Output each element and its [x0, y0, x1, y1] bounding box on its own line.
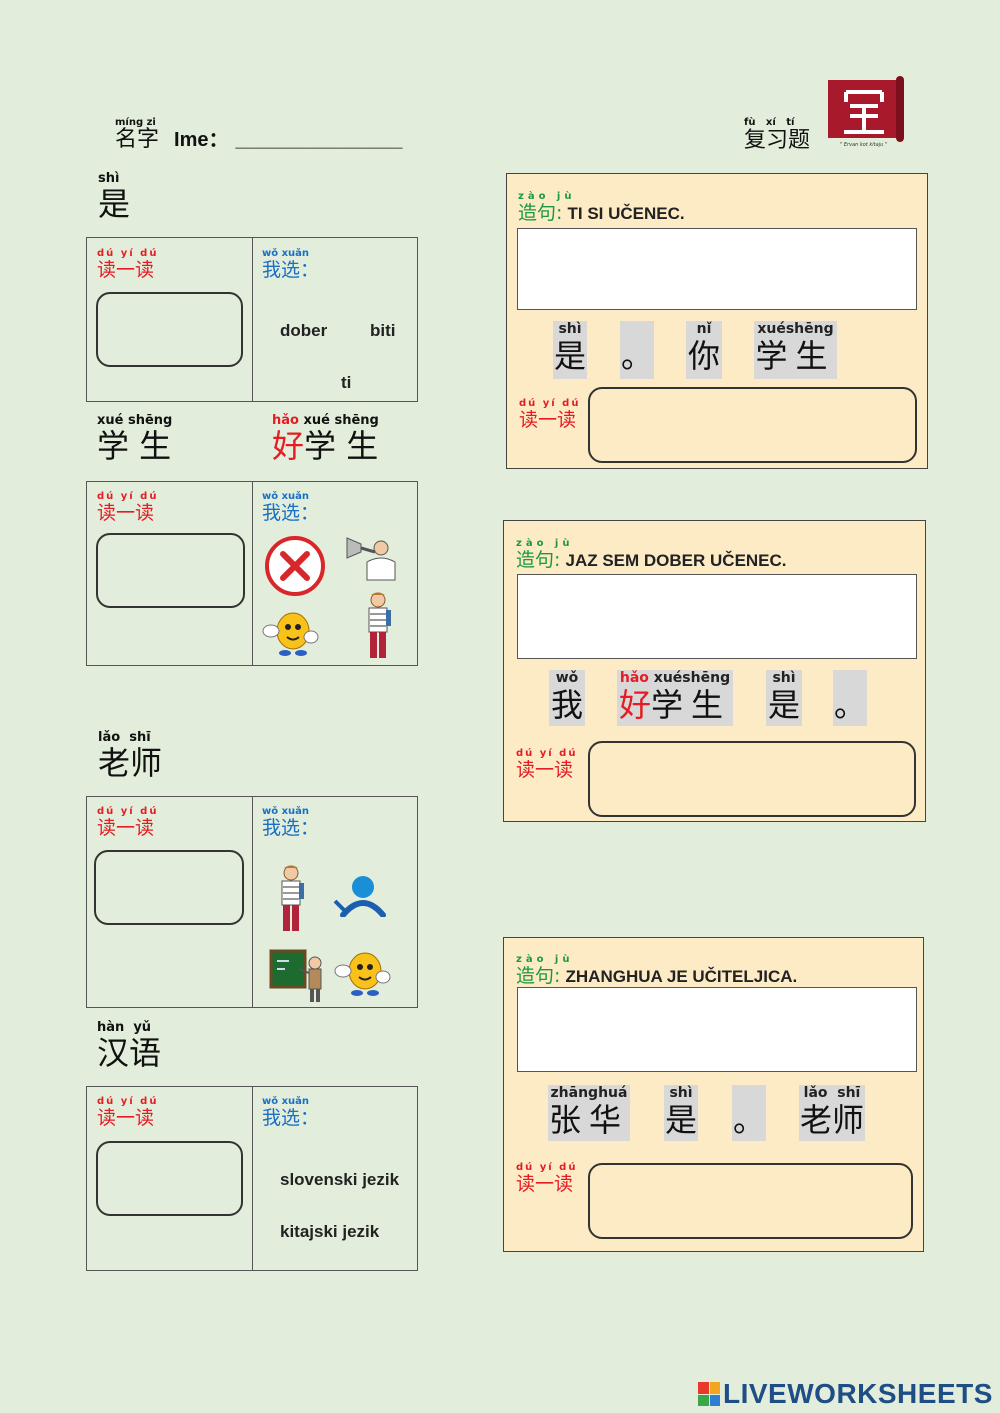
read-aloud-label: dú yí dú 读一读 — [97, 806, 159, 840]
record-answer-box[interactable] — [94, 850, 244, 925]
record-answer-box[interactable] — [588, 1163, 913, 1239]
name-blank[interactable]: _______________ — [235, 129, 403, 151]
pointing-smiley-icon[interactable] — [333, 947, 393, 997]
exercise-box-laoshi: dú yí dú 读一读 wǒ xuǎn 我选： — [86, 796, 418, 1008]
make-sentence-label: zào jù 造句: JAZ SEM DOBER UČENEC. — [516, 538, 787, 572]
word-tile[interactable]: hǎo xuéshēng 好学生 — [617, 670, 733, 726]
review-pinyin: fù xí tí — [744, 117, 795, 128]
read-aloud-label: dú yí dú 读一读 — [97, 1096, 159, 1130]
record-answer-box[interactable] — [96, 1141, 243, 1216]
word-laoshi-heading: lǎo shī 老师 — [98, 730, 163, 782]
exercise-box-hanyu: dú yí dú 读一读 wǒ xuǎn 我选： slovenski jezik… — [86, 1086, 418, 1271]
read-aloud-label: dú yí dú 读一读 — [97, 491, 159, 525]
student-boy-icon[interactable] — [364, 592, 392, 660]
option-ti[interactable]: ti — [341, 373, 352, 392]
word-tile[interactable]: 。 — [833, 670, 867, 726]
read-aloud-label: dú yí dú 读一读 — [519, 398, 581, 432]
target-sentence: ZHANGHUA JE UČITELJICA. — [565, 967, 798, 986]
choose-label: wǒ xuǎn 我选： — [262, 806, 320, 840]
student-boy-icon[interactable] — [277, 865, 305, 933]
choose-label: wǒ xuǎn 我选： — [262, 491, 320, 525]
option-biti[interactable]: biti — [370, 321, 396, 340]
record-answer-box[interactable] — [588, 741, 916, 817]
live-badge-icon — [698, 1382, 720, 1406]
word-shi-heading: shì 是 — [98, 171, 131, 223]
option-slovenski-jezik[interactable]: slovenski jezik — [280, 1170, 400, 1189]
brand-text: LIVEWORKSHEETS — [723, 1378, 993, 1409]
wrong-x-icon[interactable] — [263, 534, 327, 598]
target-sentence: TI SI UČENEC. — [567, 204, 685, 223]
review-hanzi: 复习题 — [744, 128, 811, 153]
word-xuesheng-heading: xué shēng 学 生 — [97, 413, 173, 465]
megaphone-person-icon[interactable] — [345, 532, 397, 582]
user-figure-icon[interactable] — [331, 875, 391, 917]
word-hanyu-heading: hàn yǔ 汉语 — [97, 1020, 162, 1072]
word-pinyin: shì — [98, 171, 120, 186]
target-sentence: JAZ SEM DOBER UČENEC. — [565, 551, 787, 570]
word-hanzi: 是 — [98, 185, 131, 223]
name-label: Ime： — [174, 129, 229, 151]
sentence-drop-area[interactable] — [517, 574, 917, 659]
exercise-box-shi: dú yí dú 读一读 wǒ xuǎn 我选： dober biti ti — [86, 237, 418, 402]
record-answer-box[interactable] — [96, 292, 243, 367]
make-sentence-label: zào jù 造句: ZHANGHUA JE UČITELJICA. — [516, 954, 798, 988]
sentence-panel-3: zào jù 造句: ZHANGHUA JE UČITELJICA. zhāng… — [503, 937, 924, 1252]
read-aloud-label: dú yí dú 读一读 — [516, 748, 578, 782]
choose-label: wǒ xuǎn 我选： — [262, 248, 320, 282]
make-sentence-label: zào jù 造句: TI SI UČENEC. — [518, 191, 685, 225]
word-tile[interactable]: 。 — [620, 321, 654, 379]
choose-label: wǒ xuǎn 我选： — [262, 1096, 320, 1130]
word-haoxuesheng-heading: hǎo xué shēng 好学 生 — [272, 413, 379, 465]
read-aloud-label: dú yí dú 读一读 — [97, 248, 159, 282]
word-tile[interactable]: 。 — [732, 1085, 766, 1141]
option-kitajski-jezik[interactable]: kitajski jezik — [280, 1222, 380, 1241]
review-title: fù xí tí 复习题 — [744, 118, 810, 154]
exercise-box-xuesheng: dú yí dú 读一读 wǒ xuǎn 我选： — [86, 481, 418, 666]
teacher-blackboard-icon[interactable] — [269, 947, 327, 1003]
logo-caption: " Ervan kot kitaju " — [840, 142, 888, 148]
pointing-smiley-icon[interactable] — [261, 607, 321, 657]
name-pinyin: míng zi — [115, 117, 156, 128]
record-answer-box[interactable] — [588, 387, 917, 463]
name-field-label: míng zi 名字 Ime： _______________ — [115, 118, 402, 152]
liveworksheets-logo: LIVEWORKSHEETS — [698, 1378, 993, 1410]
record-answer-box[interactable] — [96, 533, 245, 608]
name-hanzi: 名字 — [115, 127, 160, 152]
sentence-drop-area[interactable] — [517, 987, 917, 1072]
scroll-logo-icon: " Ervan kot kitaju " — [826, 72, 906, 150]
sentence-drop-area[interactable] — [517, 228, 917, 310]
option-dober[interactable]: dober — [280, 321, 328, 340]
read-aloud-label: dú yí dú 读一读 — [516, 1162, 578, 1196]
